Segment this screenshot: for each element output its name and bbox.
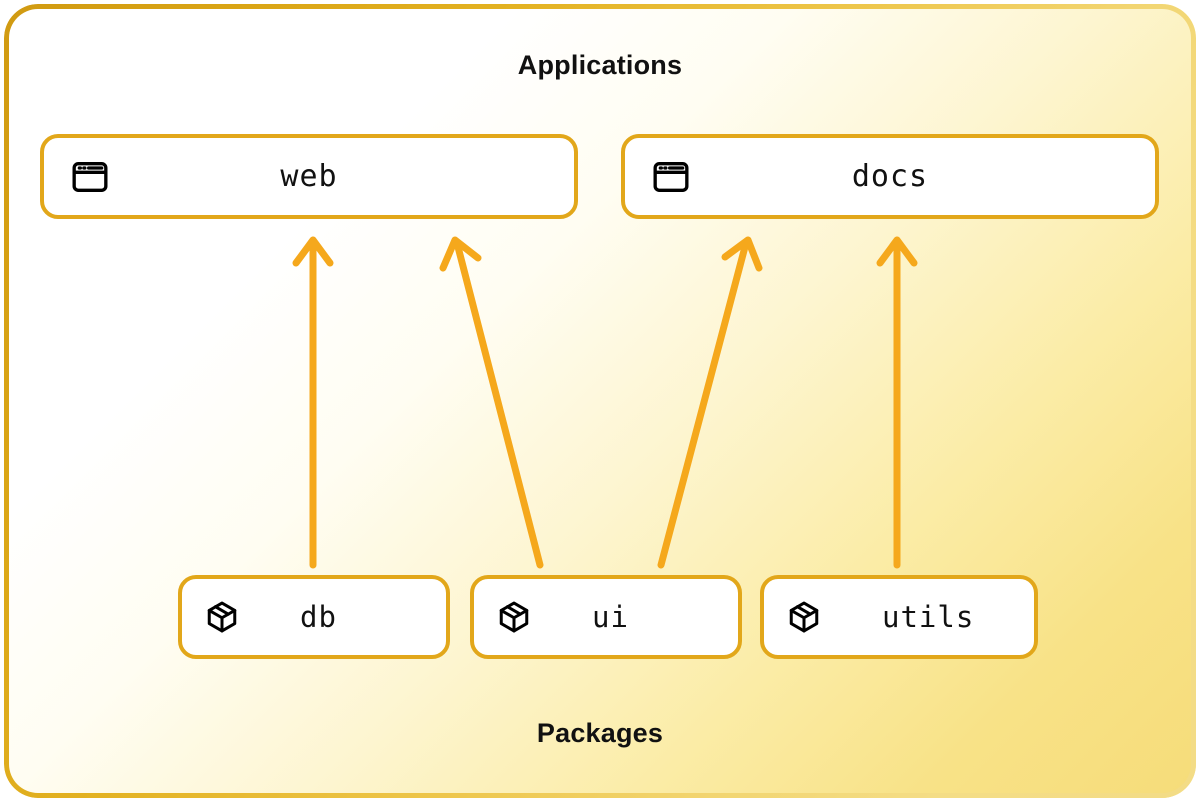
packages-group-label: Packages xyxy=(536,718,664,748)
app-node-label: docs xyxy=(851,159,929,194)
app-node-label: web xyxy=(280,159,338,194)
diagram-frame-background xyxy=(4,4,1196,798)
package-box-icon xyxy=(496,599,532,635)
package-node-label: db xyxy=(300,600,337,634)
package-node-ui[interactable]: ui xyxy=(470,575,742,659)
app-node-web[interactable]: web xyxy=(40,134,578,219)
package-node-label: ui xyxy=(592,600,629,634)
package-node-utils[interactable]: utils xyxy=(760,575,1038,659)
applications-group-label: Applications xyxy=(517,50,683,80)
browser-window-icon xyxy=(651,157,691,197)
package-box-icon xyxy=(786,599,822,635)
package-node-label: utils xyxy=(882,600,975,634)
app-node-docs[interactable]: docs xyxy=(621,134,1159,219)
browser-window-icon xyxy=(70,157,110,197)
package-box-icon xyxy=(204,599,240,635)
package-node-db[interactable]: db xyxy=(178,575,450,659)
